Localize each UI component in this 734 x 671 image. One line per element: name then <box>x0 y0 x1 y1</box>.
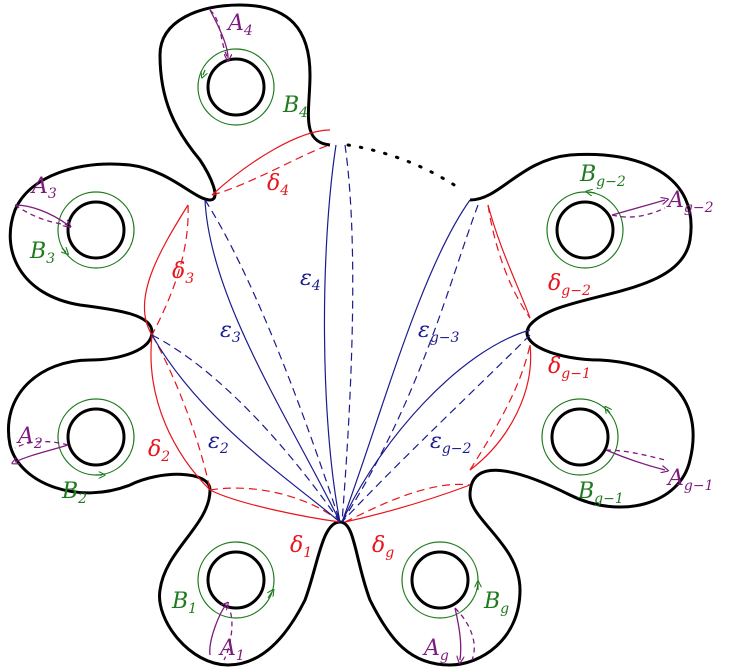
label-bg-2: Bg−2 <box>579 162 626 190</box>
label-bg: Bg <box>483 589 509 617</box>
label-ag: Ag <box>422 636 449 664</box>
hole-2 <box>66 407 126 467</box>
b-curves <box>57 48 624 619</box>
label-delta-g-1: δg−1 <box>548 354 591 382</box>
b-curve-g <box>401 541 479 619</box>
label-b4: B4 <box>282 93 308 121</box>
hole-4 <box>206 57 266 117</box>
delta-g-1-curve <box>469 344 532 471</box>
label-delta-g-2: δg−2 <box>548 271 591 299</box>
b-curve-1 <box>197 541 275 619</box>
hole-g <box>410 550 470 610</box>
epsilon-2-curve <box>151 334 341 523</box>
epsilon-curves <box>151 144 531 523</box>
label-delta-4: δ4 <box>267 171 289 199</box>
epsilon-g-3-curve <box>341 199 471 523</box>
delta-g-curve <box>344 484 471 523</box>
hole-1 <box>206 550 266 610</box>
label-epsilon-2: ε2 <box>208 429 229 457</box>
a-curve-2 <box>15 444 69 462</box>
delta-curves <box>143 129 532 523</box>
label-epsilon-4: ε4 <box>300 266 321 294</box>
label-delta-3: δ3 <box>172 259 194 287</box>
label-a3: A3 <box>30 174 57 202</box>
b-curve-3 <box>57 191 135 269</box>
label-a1: A1 <box>218 636 245 664</box>
holes <box>66 57 615 610</box>
label-b2: B2 <box>61 479 87 507</box>
label-ag-1: Ag−1 <box>666 466 714 494</box>
label-delta-g: δg <box>372 533 394 561</box>
epsilon-4-curve <box>323 144 341 523</box>
label-bg-1: Bg−1 <box>577 479 624 507</box>
label-ag-2: Ag−2 <box>666 188 714 216</box>
surface-gap-dots <box>346 143 464 192</box>
hole-g-1 <box>550 407 610 467</box>
a-curve-1 <box>209 605 226 656</box>
label-epsilon-g-3: εg−3 <box>418 318 460 346</box>
a-curve-g-2 <box>611 200 665 216</box>
b-curve-4 <box>197 48 275 126</box>
epsilon-g-2-curve <box>341 329 531 523</box>
a-curves <box>14 9 665 660</box>
delta-g-2-curve <box>487 204 531 319</box>
label-a2: A2 <box>16 424 43 452</box>
epsilon-3-curve <box>204 199 341 523</box>
label-delta-2: δ2 <box>148 437 170 465</box>
label-epsilon-3: ε3 <box>220 318 241 346</box>
a-curve-g-1 <box>605 449 665 470</box>
delta-1-curve <box>209 489 341 523</box>
a-curve-3 <box>14 204 68 225</box>
delta-4-curve <box>211 129 331 196</box>
b-curve-g-1 <box>541 398 619 476</box>
delta-3-curve <box>143 204 189 336</box>
label-epsilon-g-2: εg−2 <box>430 429 472 457</box>
label-a4: A4 <box>226 11 253 39</box>
delta-2-curve <box>150 334 211 491</box>
label-delta-1: δ1 <box>290 533 312 561</box>
a-curve-4 <box>209 9 228 58</box>
a-curve-g <box>454 607 461 660</box>
label-b1: B1 <box>171 589 197 617</box>
surface-boundary <box>7 3 695 667</box>
label-b3: B3 <box>29 239 55 267</box>
hole-g-2 <box>555 200 615 260</box>
hole-3 <box>66 200 126 260</box>
